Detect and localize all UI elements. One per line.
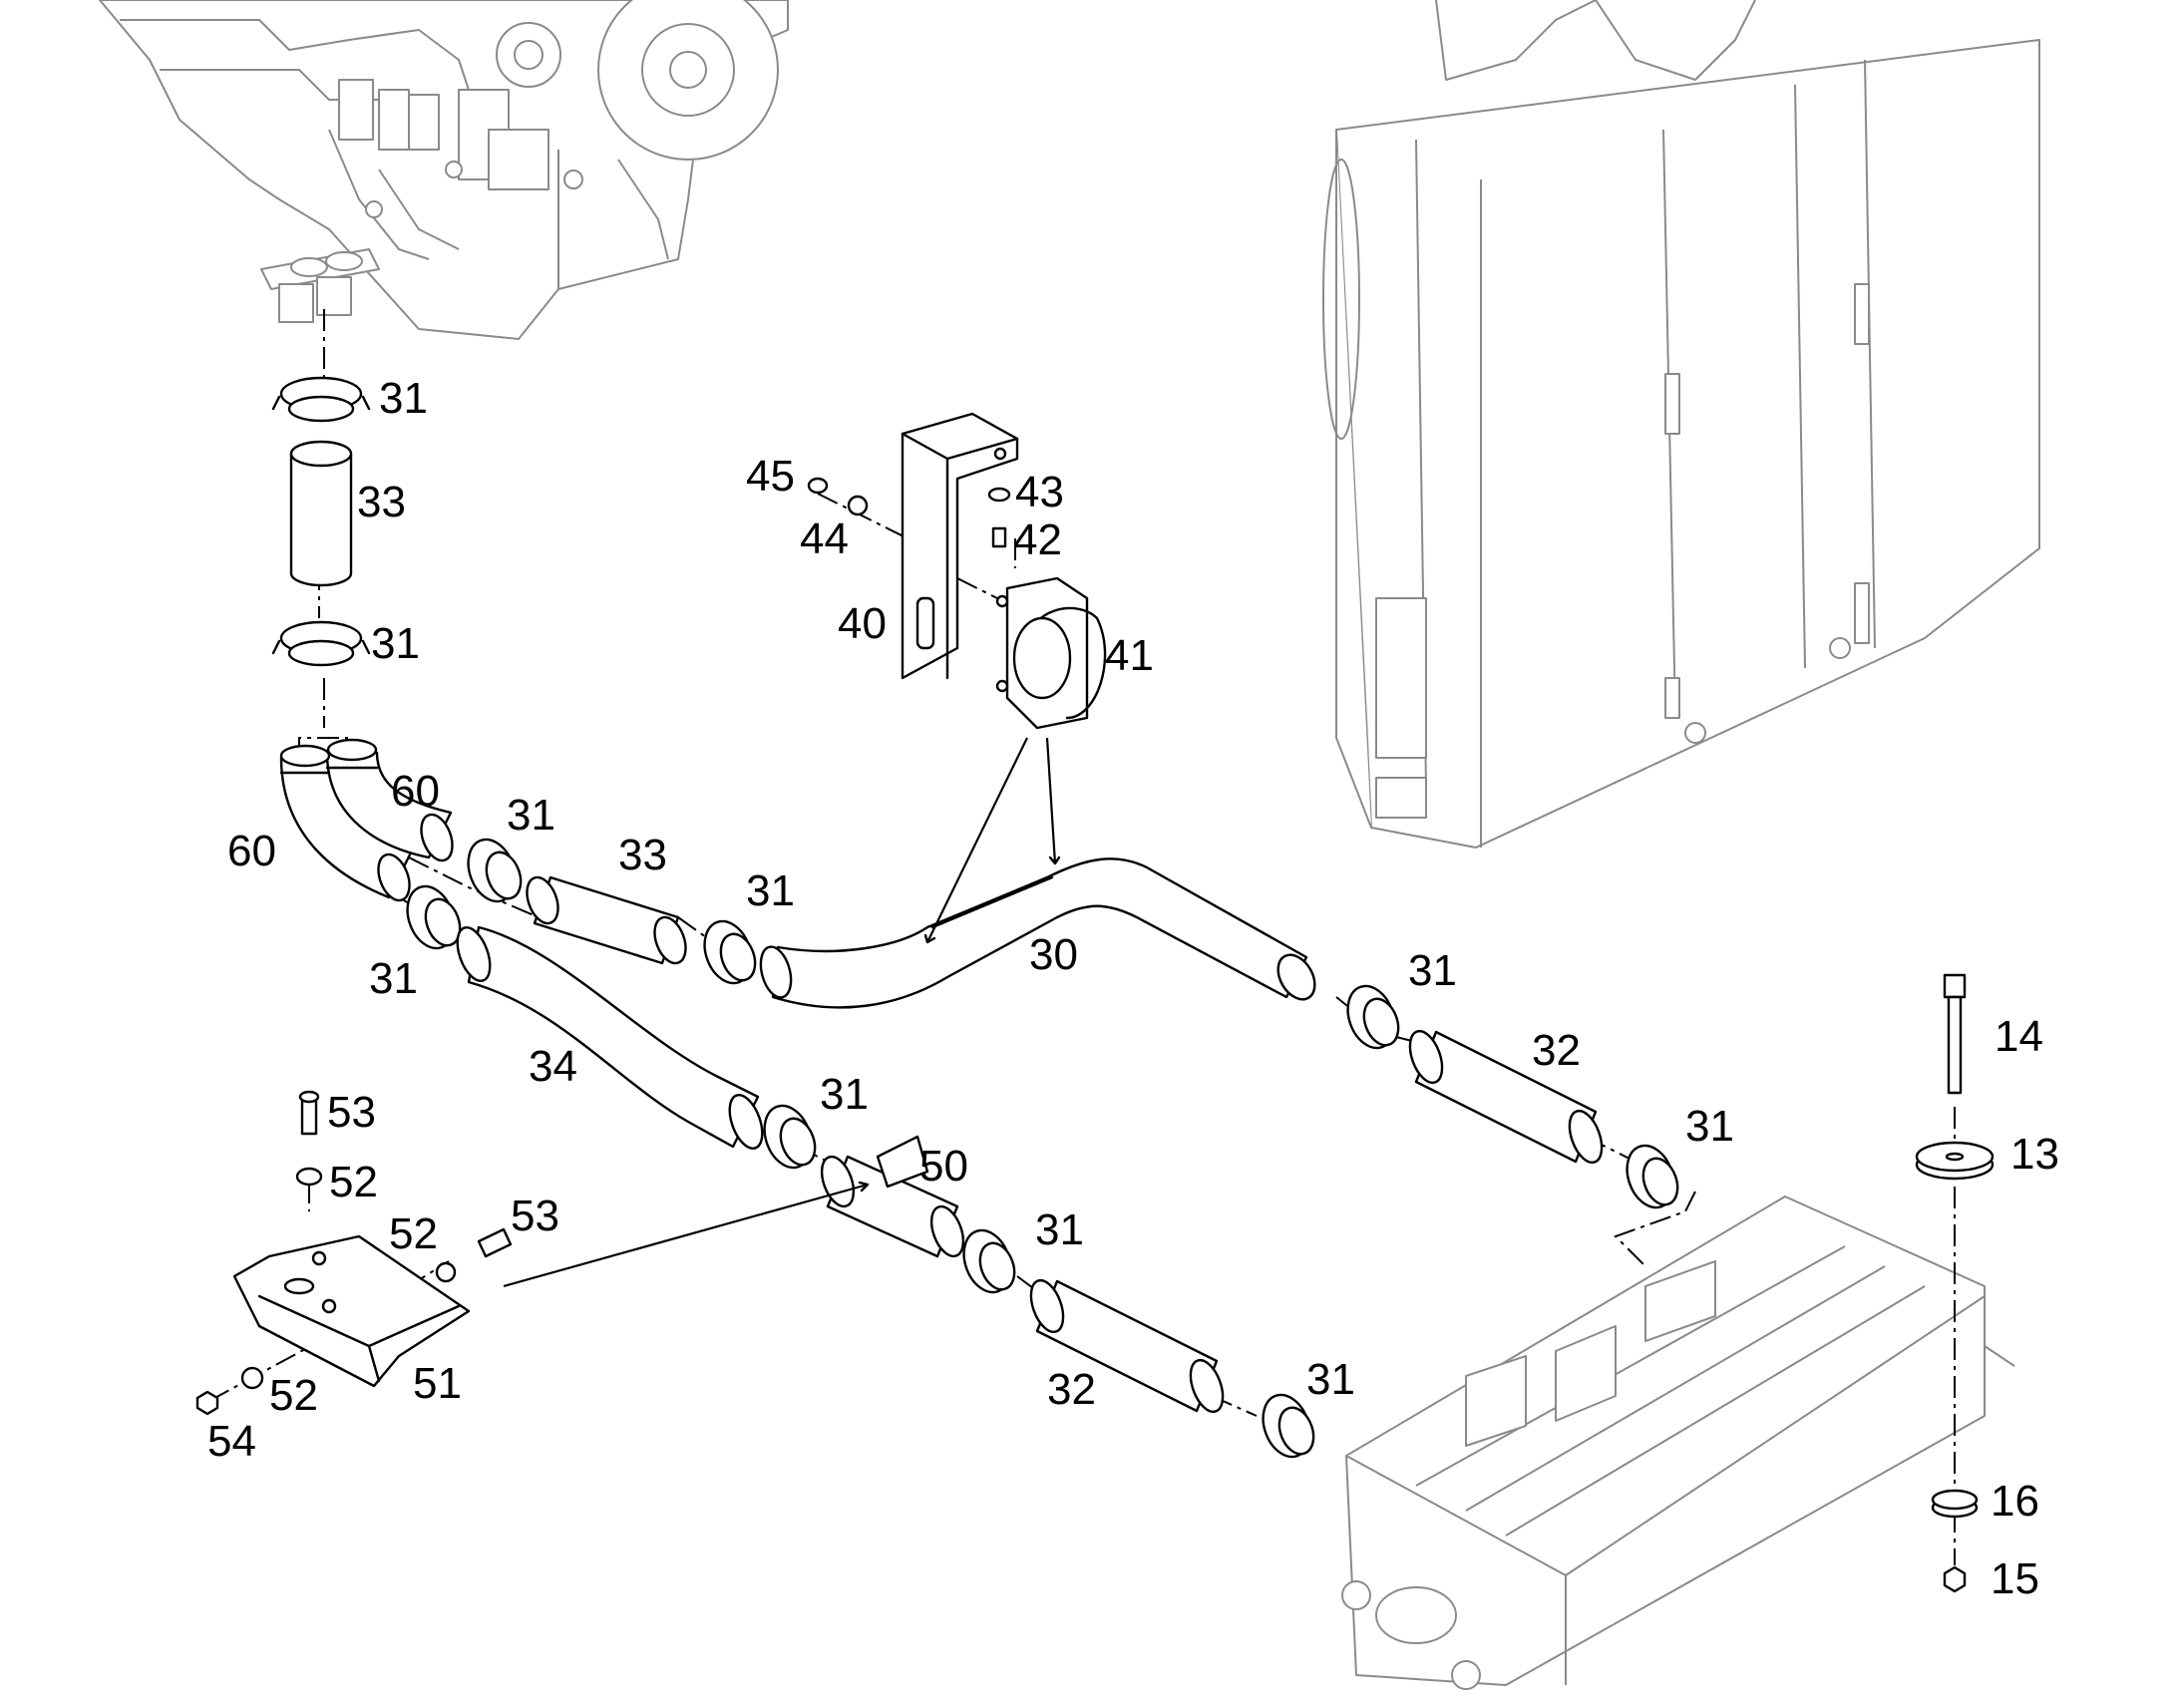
- callout-60: 60: [391, 767, 440, 816]
- clamp-31-mid: [271, 620, 371, 667]
- clamp-31-top: [271, 376, 371, 423]
- pipe-32-lower: [1029, 1278, 1225, 1414]
- u-clamp-41: [995, 576, 1107, 730]
- callout-42: 42: [1013, 515, 1062, 564]
- callout-34: 34: [529, 1042, 577, 1091]
- pipe-32-upper: [1408, 1029, 1604, 1165]
- callout-43: 43: [1015, 468, 1064, 516]
- callout-32: 32: [1532, 1026, 1581, 1075]
- bracket-40: [901, 412, 1019, 680]
- fasteners-52-53-54: [195, 1090, 513, 1416]
- callout-44: 44: [800, 514, 849, 563]
- callout-60: 60: [227, 827, 276, 875]
- callout-54: 54: [207, 1417, 256, 1466]
- callout-31: 31: [379, 374, 428, 423]
- callout-53: 53: [511, 1192, 559, 1240]
- pipe-34: [456, 925, 764, 1150]
- callout-31: 31: [371, 619, 420, 668]
- pipe-33-horizontal: [526, 875, 687, 965]
- callout-31: 31: [507, 791, 555, 840]
- callout-31: 31: [369, 954, 418, 1003]
- callout-15: 15: [1991, 1554, 2039, 1603]
- callout-31: 31: [1035, 1205, 1084, 1254]
- washer-16: [1931, 1489, 1979, 1519]
- fastener-44-45: [807, 477, 869, 516]
- chassis-illustration: [1341, 1196, 2015, 1690]
- clamp-31-pipe34: [763, 1104, 817, 1170]
- callout-41: 41: [1105, 631, 1154, 680]
- callout-50: 50: [919, 1142, 968, 1191]
- clamp-31-pipe30-right: [1346, 984, 1400, 1050]
- callout-51: 51: [413, 1359, 462, 1408]
- clamp-31-pipe30-left: [703, 919, 757, 985]
- pipe-33-vertical: [289, 440, 353, 587]
- callout-52: 52: [389, 1209, 438, 1258]
- clamp-31-elbow-left: [406, 884, 462, 950]
- callout-32: 32: [1047, 1365, 1096, 1414]
- pipe-30: [759, 857, 1316, 1009]
- clamp-31-pipe32-lower-left: [962, 1228, 1016, 1294]
- callout-31: 31: [746, 866, 795, 915]
- callout-33: 33: [357, 478, 406, 526]
- callout-13: 13: [2010, 1130, 2059, 1179]
- callout-16: 16: [1991, 1477, 2039, 1526]
- fastener-42-43: [987, 487, 1011, 548]
- engine-illustration: [99, 0, 789, 340]
- callout-31: 31: [820, 1070, 869, 1119]
- callout-31: 31: [1408, 946, 1457, 995]
- leader-lines: [503, 737, 1061, 1288]
- engine-outlet-flange: [260, 248, 380, 323]
- elbow-60-pair: [279, 738, 454, 902]
- clamp-31-pipe32-right: [1626, 1144, 1679, 1209]
- callout-33: 33: [618, 831, 667, 879]
- callout-40: 40: [838, 599, 887, 648]
- callout-52: 52: [329, 1158, 378, 1206]
- callout-52: 52: [269, 1371, 318, 1420]
- callout-14: 14: [1995, 1012, 2043, 1061]
- bracket-51: [232, 1234, 471, 1388]
- bolt-14: [1943, 973, 1967, 1095]
- clamp-31-elbow-right: [467, 838, 523, 903]
- callout-31: 31: [1685, 1102, 1734, 1151]
- nut-15: [1943, 1565, 1967, 1593]
- callout-53: 53: [327, 1088, 376, 1137]
- callout-labels: 31 33 31 45 43 44 42 40 41 60 60 31 33 3…: [207, 374, 2059, 1603]
- washer-13: [1915, 1141, 1995, 1181]
- clamp-31-pipe32-lower-right: [1262, 1393, 1315, 1459]
- callout-31: 31: [1306, 1355, 1355, 1404]
- callout-30: 30: [1029, 930, 1078, 979]
- callout-45: 45: [746, 452, 795, 501]
- radiator-illustration: [1322, 0, 2040, 849]
